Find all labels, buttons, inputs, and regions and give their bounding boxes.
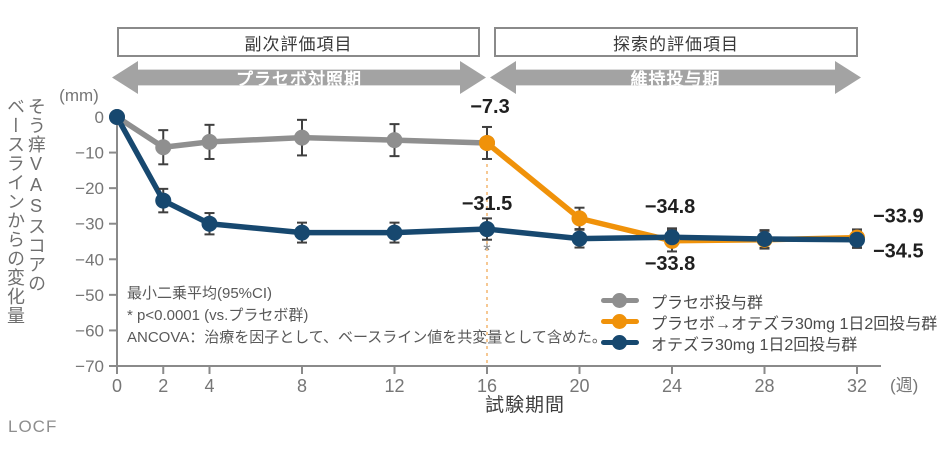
secondary-endpoint-box: 副次評価項目	[117, 27, 480, 57]
svg-text:24: 24	[662, 376, 682, 396]
svg-text:−7.3: −7.3	[470, 96, 509, 118]
svg-text:−33.8: −33.8	[645, 253, 696, 275]
legend-item-placebo-to-otezla: プラセボ→オテズラ30mg 1日2回投与群	[601, 311, 938, 333]
footnote-line-pvalue: * p<0.0001 (vs.プラセボ群)	[127, 307, 309, 324]
svg-text:−40: −40	[75, 250, 104, 269]
legend-marker-placebo-to-otezla-icon	[601, 314, 639, 329]
svg-text:−30: −30	[75, 215, 104, 234]
maintenance-period-label: 維持投与期	[630, 70, 721, 89]
svg-text:32: 32	[847, 376, 867, 396]
svg-text:12: 12	[384, 376, 404, 396]
legend-item-otezla: オテズラ30mg 1日2回投与群	[601, 332, 937, 354]
y-axis-unit: (mm)	[59, 86, 99, 105]
y-axis-title: そう痒VASスコアの ベースラインからの変化量	[5, 97, 46, 325]
svg-text:−34.8: −34.8	[645, 196, 696, 218]
svg-text:−34.5: −34.5	[873, 241, 924, 263]
svg-text:8: 8	[297, 376, 307, 396]
legend-label-placebo: プラセボ投与群	[651, 294, 764, 312]
svg-text:−50: −50	[75, 286, 104, 305]
legend-marker-otezla-icon	[601, 335, 639, 350]
legend-label-otezla: オテズラ30mg 1日2回投与群	[651, 336, 858, 354]
svg-text:20: 20	[569, 376, 589, 396]
svg-text:−10: −10	[75, 144, 104, 163]
svg-text:4: 4	[204, 376, 214, 396]
svg-text:−31.5: −31.5	[462, 193, 513, 215]
legend-item-placebo: プラセボ投与群	[601, 290, 937, 312]
legend: プラセボ投与群 プラセボ→オテズラ30mg 1日2回投与群 オテズラ30mg 1…	[601, 290, 938, 354]
svg-text:−60: −60	[75, 321, 104, 340]
x-axis-title: 試験期間	[484, 395, 565, 416]
svg-text:28: 28	[754, 376, 774, 396]
exploratory-endpoint-box: 探索的評価項目	[494, 27, 858, 57]
svg-text:−70: −70	[75, 357, 104, 376]
locf-note: LOCF	[8, 417, 58, 436]
secondary-endpoint-label: 副次評価項目	[244, 34, 353, 54]
placebo-controlled-period-label: プラセボ対照期	[236, 70, 362, 89]
svg-text:*: *	[483, 241, 491, 262]
svg-text:−20: −20	[75, 179, 104, 198]
svg-text:16: 16	[477, 376, 497, 396]
svg-text:0: 0	[95, 108, 104, 127]
legend-label-placebo-to-otezla: プラセボ→オテズラ30mg 1日2回投与群	[651, 315, 938, 333]
svg-text:0: 0	[112, 376, 122, 396]
footnote: 最小二乗平均(95%CI) * p<0.0001 (vs.プラセボ群) ANCO…	[127, 283, 607, 349]
footnote-line-ancova: ANCOVA：治療を因子として、ベースライン値を共変量として含めた。	[127, 329, 607, 346]
footnote-line-lsmean: 最小二乗平均(95%CI)	[127, 285, 273, 302]
series-markers	[109, 109, 865, 249]
x-axis-unit: (週)	[890, 376, 919, 395]
legend-marker-placebo-icon	[601, 293, 639, 308]
svg-text:2: 2	[158, 376, 168, 396]
data-value-labels: −7.3 −31.5 −34.8 −33.8 −33.9 −34.5 *	[462, 96, 924, 275]
svg-text:−33.9: −33.9	[873, 206, 924, 228]
exploratory-endpoint-label: 探索的評価項目	[613, 34, 739, 54]
